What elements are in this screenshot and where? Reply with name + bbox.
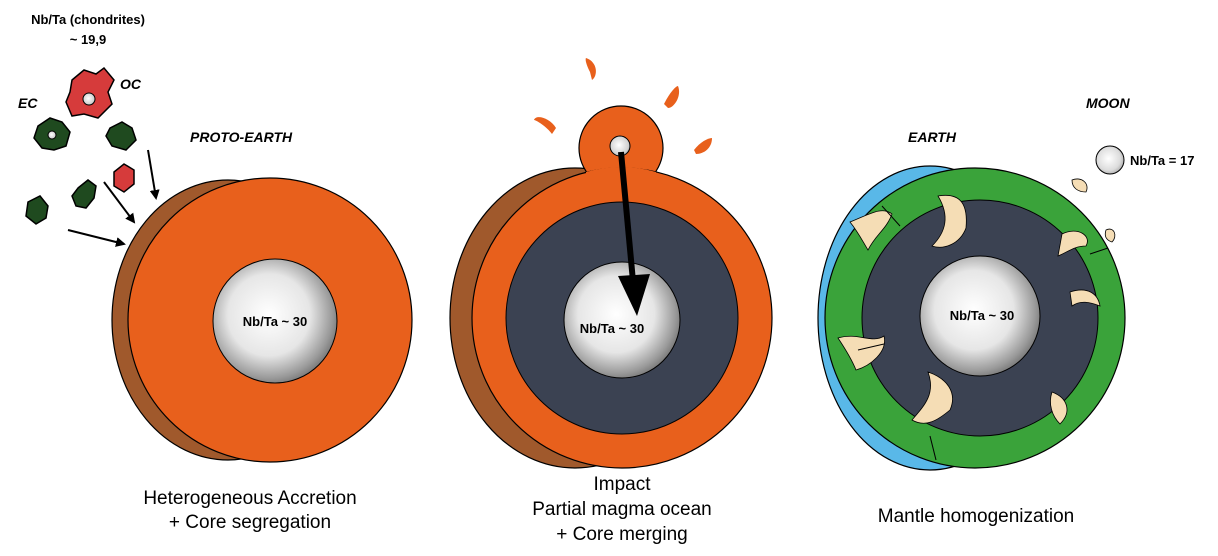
mantle-vein (1104, 228, 1116, 243)
proto-earth-core-label: Nb/Ta ~ 30 (243, 314, 307, 329)
chondrites-value: ~ 19,9 (70, 32, 107, 47)
ec-fragment (71, 179, 97, 209)
mantle-vein (931, 194, 967, 248)
oc-fragment (113, 163, 135, 193)
core-merging-arrowhead (618, 274, 650, 316)
ejecta-droplet (694, 138, 712, 154)
ec-fragment (25, 195, 49, 225)
stage2-caption-line2: Partial magma ocean (532, 499, 712, 520)
chondrites-group: Nb/Ta (chondrites) ~ 19,9 EC OC (18, 12, 160, 247)
accretion-arrow (67, 229, 126, 247)
mantle-vein (1071, 178, 1088, 193)
earth-core (919, 255, 1041, 377)
ec-core (47, 130, 57, 140)
mantle-vein (837, 335, 885, 371)
chondrites-title: Nb/Ta (chondrites) (31, 12, 145, 27)
mantle-crack (929, 435, 937, 461)
moon-title: MOON (1086, 95, 1130, 111)
proto-earth-title: PROTO-EARTH (190, 129, 293, 145)
mantle-vein (1057, 230, 1088, 257)
impact-group: Nb/Ta ~ 30 Impact Partial magma ocean + … (449, 58, 773, 545)
mantle-vein (1050, 391, 1068, 425)
accretion-arrow (147, 149, 160, 200)
mantle-vein (1069, 289, 1101, 307)
oc-label: OC (120, 76, 142, 92)
ejecta-droplet (585, 58, 596, 80)
accretion-arrow (103, 181, 136, 224)
mantle-crack (1089, 247, 1109, 255)
stage2-caption-line1: Impact (593, 474, 651, 495)
moon-body (1095, 145, 1125, 175)
impact-earth-core (563, 261, 681, 379)
stage1-caption-line1: Heterogeneous Accretion (143, 488, 356, 509)
mantle-crack (881, 205, 901, 227)
earth-group: EARTH Nb/Ta ~ 30 Mantle homogenization (817, 129, 1126, 527)
stage3-caption-line1: Mantle homogenization (878, 506, 1074, 527)
ejecta-droplet (664, 86, 680, 108)
proto-earth-group: PROTO-EARTH Nb/Ta ~ 30 Heterogeneous Acc… (111, 129, 413, 533)
moon-value: Nb/Ta = 17 (1130, 153, 1194, 168)
ejecta-droplet (534, 117, 556, 134)
earth-title: EARTH (908, 129, 957, 145)
mantle-crack (857, 343, 885, 351)
ec-label: EC (18, 95, 38, 111)
stage1-caption-line2: + Core segregation (169, 512, 331, 533)
ec-fragment (105, 121, 137, 151)
mantle-vein (849, 210, 893, 251)
stage2-caption-line3: + Core merging (556, 524, 687, 545)
oc-core (82, 92, 96, 106)
impact-core-label: Nb/Ta ~ 30 (580, 321, 644, 336)
proto-earth-core (212, 258, 338, 384)
earth-core-label: Nb/Ta ~ 30 (950, 308, 1014, 323)
core-merging-arrow (618, 151, 637, 293)
moon-group: MOON Nb/Ta = 17 (1086, 95, 1194, 175)
mantle-vein (911, 371, 953, 424)
